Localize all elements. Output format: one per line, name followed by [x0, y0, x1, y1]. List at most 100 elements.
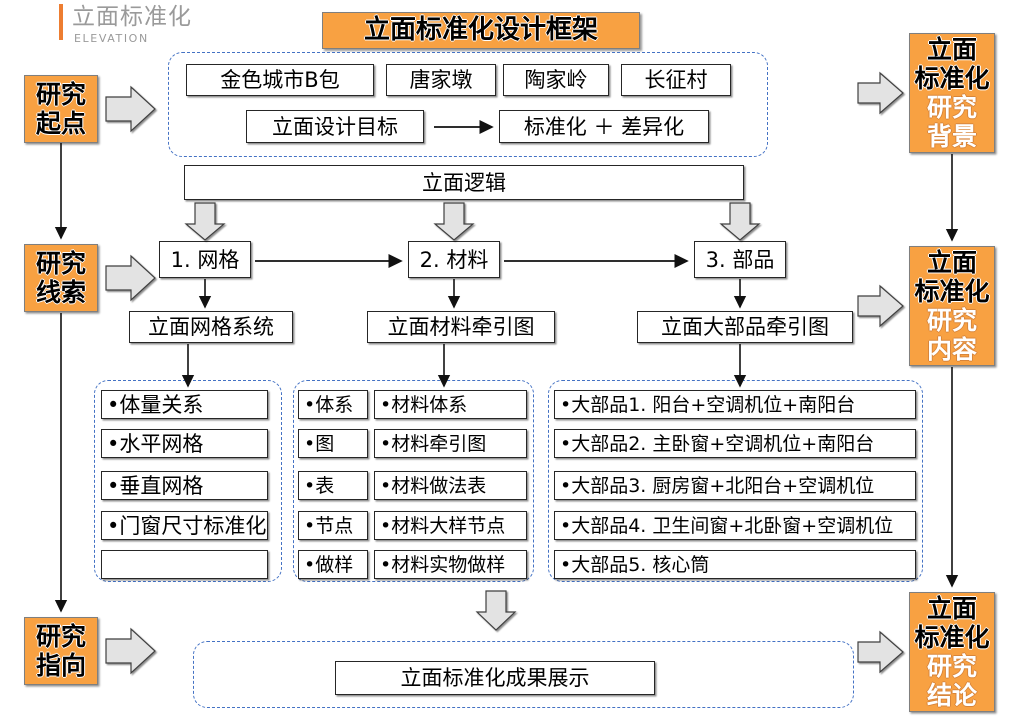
component-item-5[interactable]: •大部品5. 核心筒 — [554, 550, 916, 579]
project-box-3[interactable]: 陶家岭 — [503, 64, 609, 96]
component-item-1[interactable]: •大部品1. 阳台+空调机位+南阳台 — [554, 390, 916, 419]
material-key-3[interactable]: •表 — [298, 471, 368, 500]
right-stage-conclusion-line1: 立面 — [926, 594, 977, 623]
pillar-material-label: 2. 材料 — [419, 247, 489, 272]
brand-title-cn: 立面标准化 — [72, 4, 192, 30]
left-stage-clue-line1: 研究 — [35, 249, 86, 278]
grid-item-2-label: •水平网格 — [107, 431, 204, 456]
title-banner-label: 立面标准化设计框架 — [363, 15, 598, 45]
title-banner: 立面标准化设计框架 — [322, 12, 640, 49]
right-stage-background-line4: 背景 — [926, 122, 977, 151]
grid-item-1-label: •体量关系 — [107, 392, 204, 417]
right-stage-background-line3: 研究 — [926, 93, 977, 122]
material-key-3-label: •表 — [304, 474, 335, 497]
material-key-2-label: •图 — [304, 432, 335, 455]
outcome-box[interactable]: 立面标准化成果展示 — [335, 661, 655, 695]
material-key-5-label: •做样 — [304, 553, 354, 576]
block-arrow-down-icon — [719, 202, 761, 241]
block-arrow-down-icon — [433, 202, 475, 241]
grid-item-1[interactable]: •体量关系 — [101, 390, 268, 419]
material-value-1[interactable]: •材料体系 — [374, 390, 527, 419]
right-stage-background-line1: 立面 — [926, 35, 977, 64]
left-stage-direction-line2: 指向 — [35, 651, 86, 680]
pillar-grid-label: 1. 网格 — [170, 247, 240, 272]
component-item-2[interactable]: •大部品2. 主卧窗+空调机位+南阳台 — [554, 429, 916, 458]
design-goal-box[interactable]: 立面设计目标 — [246, 110, 424, 143]
left-stage-direction[interactable]: 研究 指向 — [24, 617, 98, 685]
project-box-2-label: 唐家墩 — [409, 68, 473, 92]
material-key-1[interactable]: •体系 — [298, 390, 368, 419]
material-items-container — [293, 380, 534, 582]
grid-item-4[interactable]: •门窗尺寸标准化 — [101, 511, 268, 540]
pillar-component[interactable]: 3. 部品 — [694, 241, 786, 278]
material-key-4-label: •节点 — [304, 514, 354, 537]
block-arrow-right-icon — [857, 284, 904, 328]
material-value-5[interactable]: •材料实物做样 — [374, 550, 527, 579]
right-stage-conclusion-line2: 标准化 — [914, 623, 990, 652]
pillar-component-label: 3. 部品 — [705, 247, 775, 272]
pillar-grid[interactable]: 1. 网格 — [159, 241, 251, 278]
component-item-4-label: •大部品4. 卫生间窗+北卧窗+空调机位 — [560, 514, 894, 537]
left-stage-direction-line1: 研究 — [35, 622, 86, 651]
component-item-4[interactable]: •大部品4. 卫生间窗+北卧窗+空调机位 — [554, 511, 916, 540]
material-key-2[interactable]: •图 — [298, 429, 368, 458]
right-stage-conclusion-line3: 研究 — [926, 652, 977, 681]
left-stage-clue[interactable]: 研究 线索 — [24, 244, 98, 312]
brand-accent-bar — [59, 4, 63, 40]
design-goal-result-box[interactable]: 标准化 ＋ 差异化 — [499, 110, 709, 143]
component-item-1-label: •大部品1. 阳台+空调机位+南阳台 — [560, 393, 856, 416]
material-value-4[interactable]: •材料大样节点 — [374, 511, 527, 540]
pillar-material[interactable]: 2. 材料 — [408, 241, 500, 278]
left-stage-start-line2: 起点 — [35, 109, 86, 138]
right-stage-conclusion-line4: 结论 — [926, 681, 977, 710]
component-item-5-label: •大部品5. 核心筒 — [560, 553, 710, 576]
deliverable-material-map[interactable]: 立面材料牵引图 — [367, 311, 555, 343]
projects-section-container — [168, 52, 768, 157]
right-stage-content[interactable]: 立面 标准化 研究 内容 — [909, 246, 995, 366]
grid-item-3[interactable]: •垂直网格 — [101, 471, 268, 500]
deliverable-grid-system[interactable]: 立面网格系统 — [129, 311, 293, 343]
deliverable-material-map-label: 立面材料牵引图 — [387, 315, 535, 339]
right-stage-content-line1: 立面 — [926, 248, 977, 277]
outcome-label: 立面标准化成果展示 — [400, 666, 590, 690]
material-key-4[interactable]: •节点 — [298, 511, 368, 540]
block-arrow-right-icon — [857, 71, 904, 115]
material-key-1-label: •体系 — [304, 393, 354, 416]
project-box-3-label: 陶家岭 — [524, 68, 588, 92]
brand-title-en: ELEVATION — [74, 32, 149, 45]
logic-bar[interactable]: 立面逻辑 — [184, 165, 744, 200]
deliverable-component-map-label: 立面大部品牵引图 — [661, 315, 829, 339]
block-arrow-right-icon — [857, 630, 904, 674]
grid-item-2[interactable]: •水平网格 — [101, 429, 268, 458]
project-box-4[interactable]: 长征村 — [621, 64, 731, 96]
left-stage-clue-line2: 线索 — [35, 278, 86, 307]
project-box-1[interactable]: 金色城市B包 — [186, 64, 374, 96]
design-goal-result-label: 标准化 ＋ 差异化 — [523, 114, 685, 139]
left-stage-start-line1: 研究 — [35, 80, 86, 109]
right-stage-content-line3: 研究 — [926, 306, 977, 335]
block-arrow-right-icon — [105, 254, 156, 302]
grid-item-5[interactable] — [101, 550, 268, 579]
block-arrow-right-icon — [105, 627, 156, 675]
material-value-3[interactable]: •材料做法表 — [374, 471, 527, 500]
material-value-1-label: •材料体系 — [380, 393, 468, 416]
right-stage-content-line2: 标准化 — [914, 277, 990, 306]
deliverable-component-map[interactable]: 立面大部品牵引图 — [637, 311, 853, 343]
material-value-2[interactable]: •材料牵引图 — [374, 429, 527, 458]
material-value-4-label: •材料大样节点 — [380, 514, 506, 537]
material-value-3-label: •材料做法表 — [380, 474, 487, 497]
block-arrow-right-icon — [105, 85, 156, 133]
left-stage-start[interactable]: 研究 起点 — [24, 75, 98, 143]
right-stage-conclusion[interactable]: 立面 标准化 研究 结论 — [909, 592, 995, 712]
component-item-3[interactable]: •大部品3. 厨房窗+北阳台+空调机位 — [554, 471, 916, 500]
right-stage-background[interactable]: 立面 标准化 研究 背景 — [909, 33, 995, 153]
project-box-1-label: 金色城市B包 — [220, 68, 340, 92]
deliverable-grid-system-label: 立面网格系统 — [148, 315, 274, 339]
material-key-5[interactable]: •做样 — [298, 550, 368, 579]
block-arrow-down-icon — [475, 590, 517, 631]
project-box-2[interactable]: 唐家墩 — [386, 64, 496, 96]
outcome-container — [193, 641, 854, 708]
design-goal-label: 立面设计目标 — [272, 114, 398, 139]
grid-item-4-label: •门窗尺寸标准化 — [107, 513, 267, 538]
